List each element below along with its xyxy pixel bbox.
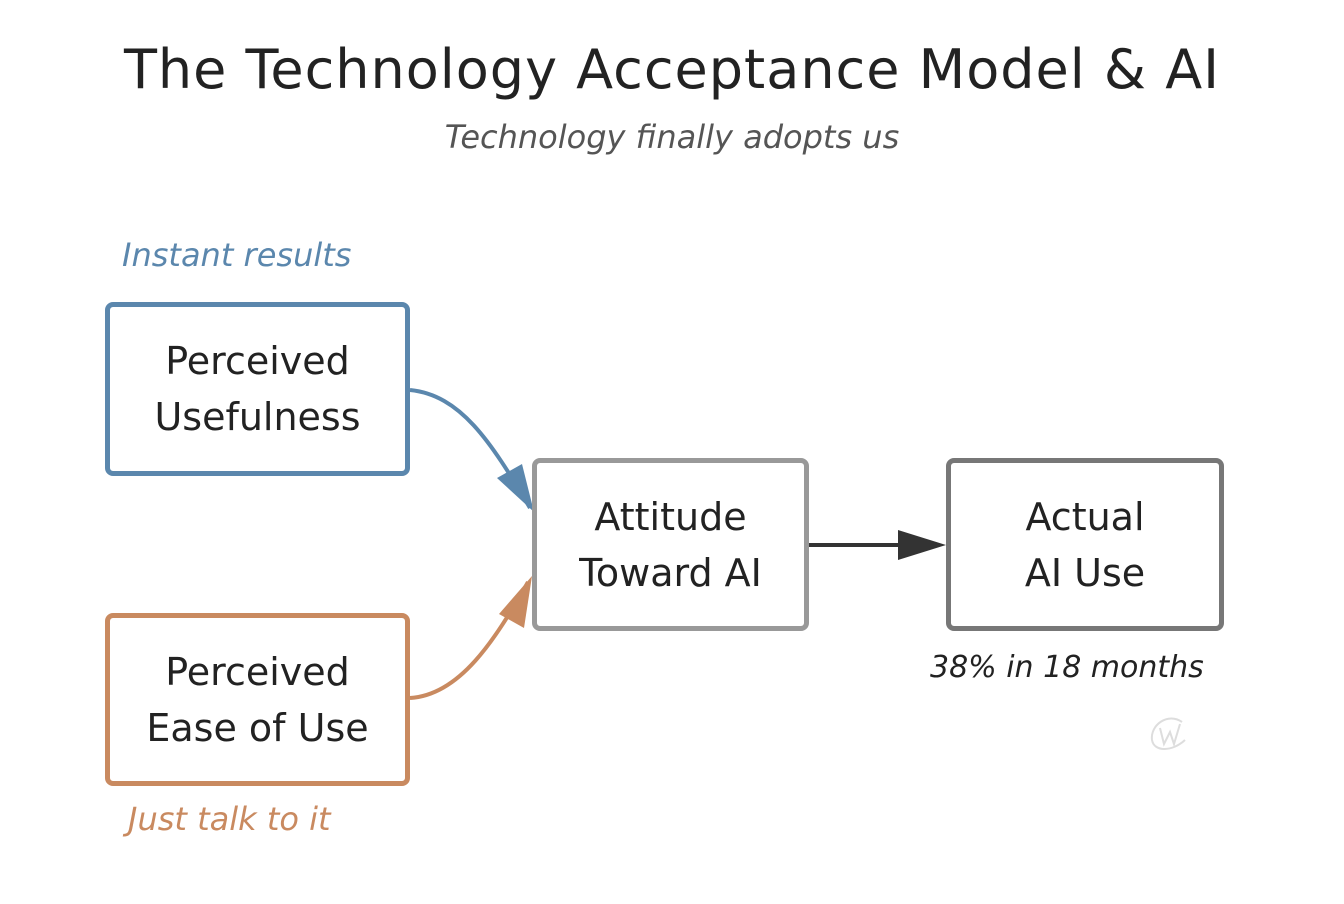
usefulness-note: Instant results: [122, 236, 352, 274]
arrowhead-use: [898, 530, 946, 560]
diagram-subtitle: Technology finally adopts us: [444, 118, 900, 156]
node-label-line1: Attitude: [594, 494, 747, 539]
watermark-logo: [1150, 717, 1186, 750]
arrowhead-ease: [499, 576, 532, 628]
node-actual-ai-use: Actual AI Use: [946, 458, 1224, 631]
arrowhead-usefulness: [497, 464, 534, 512]
node-label-line1: Perceived: [165, 339, 350, 383]
node-label-line1: Actual: [1025, 494, 1145, 539]
node-perceived-ease-of-use: Perceived Ease of Use: [105, 613, 410, 786]
node-label-line2: Usefulness: [154, 395, 361, 439]
diagram-title: The Technology Acceptance Model & AI: [123, 38, 1221, 101]
node-attitude-toward-ai: Attitude Toward AI: [532, 458, 809, 631]
use-note: 38% in 18 months: [930, 650, 1204, 685]
node-label-line2: AI Use: [1024, 550, 1146, 595]
node-label-line2: Toward AI: [579, 550, 762, 595]
node-label-line2: Ease of Use: [146, 705, 369, 750]
node-label-line1: Perceived: [165, 649, 350, 694]
node-perceived-usefulness: Perceived Usefulness: [105, 302, 410, 476]
arrow-ease-to-attitude: [409, 581, 530, 700]
ease-note: Just talk to it: [128, 800, 331, 838]
